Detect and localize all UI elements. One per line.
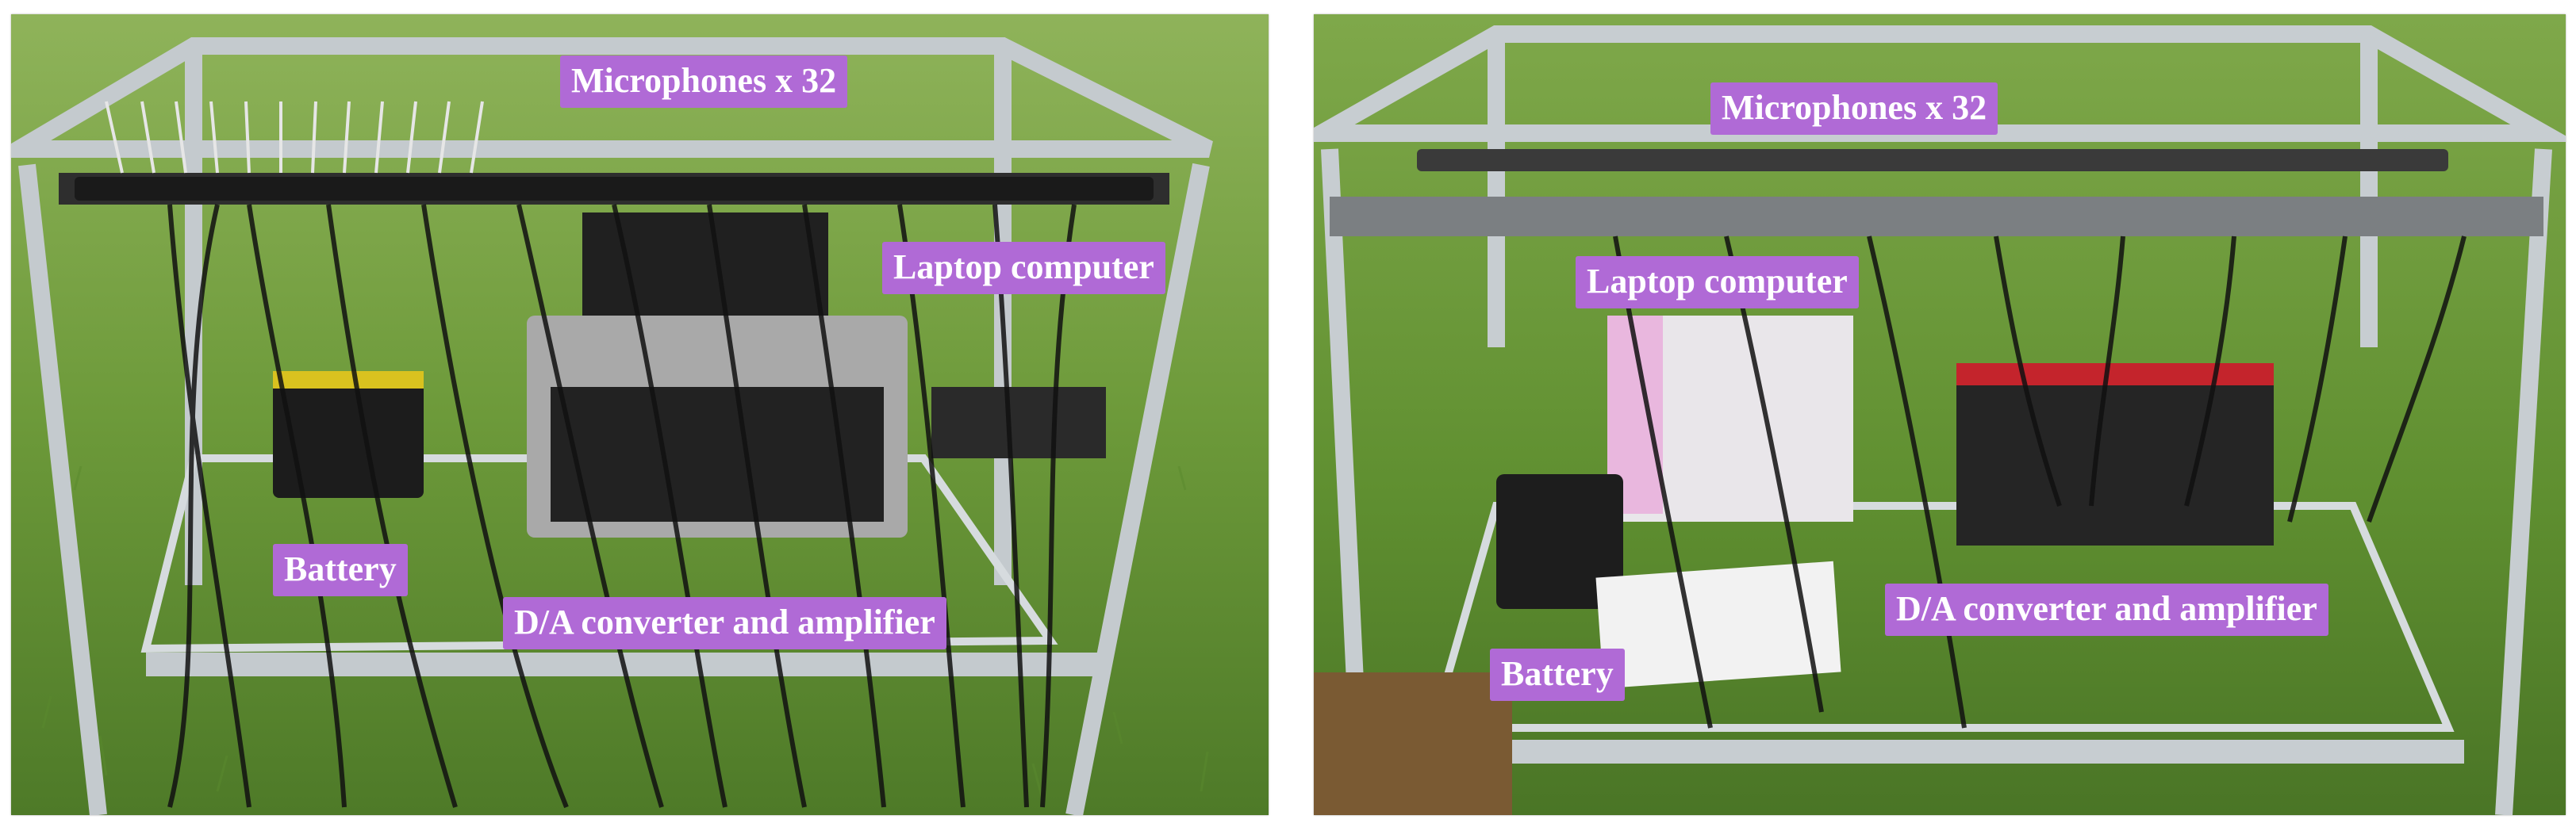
label-converter: D/A converter and amplifier [1885,584,2328,636]
photo-left-rig: Microphones x 32 Laptop computer Battery… [11,14,1269,815]
label-laptop: Laptop computer [882,242,1165,294]
laptop-screen [582,212,828,316]
label-converter: D/A converter and amplifier [503,597,946,649]
battery-lid [273,371,424,389]
label-microphones: Microphones x 32 [560,56,848,108]
label-microphones: Microphones x 32 [1710,82,1998,135]
battery-box [273,371,424,498]
label-battery: Battery [1490,649,1625,701]
converter-panel [551,387,884,522]
microphone-row [75,177,1154,201]
microphone-antennas [105,101,484,174]
converter-top [1956,363,2274,385]
battery-bag [1496,474,1623,609]
papers [1595,561,1841,689]
cardboard-box [1314,672,1512,815]
aluminum-frame [11,37,1213,815]
equipment-case [931,387,1106,458]
label-laptop: Laptop computer [1576,256,1859,308]
converter-case [1956,363,2274,546]
grass-texture [41,465,1209,800]
left-rig-illustration [11,14,1269,815]
photo-right-rig: Microphones x 32 Laptop computer Battery… [1314,14,2566,815]
microphone-bar [1330,197,2543,236]
microphone-row [1417,149,2448,171]
label-battery: Battery [273,544,408,596]
